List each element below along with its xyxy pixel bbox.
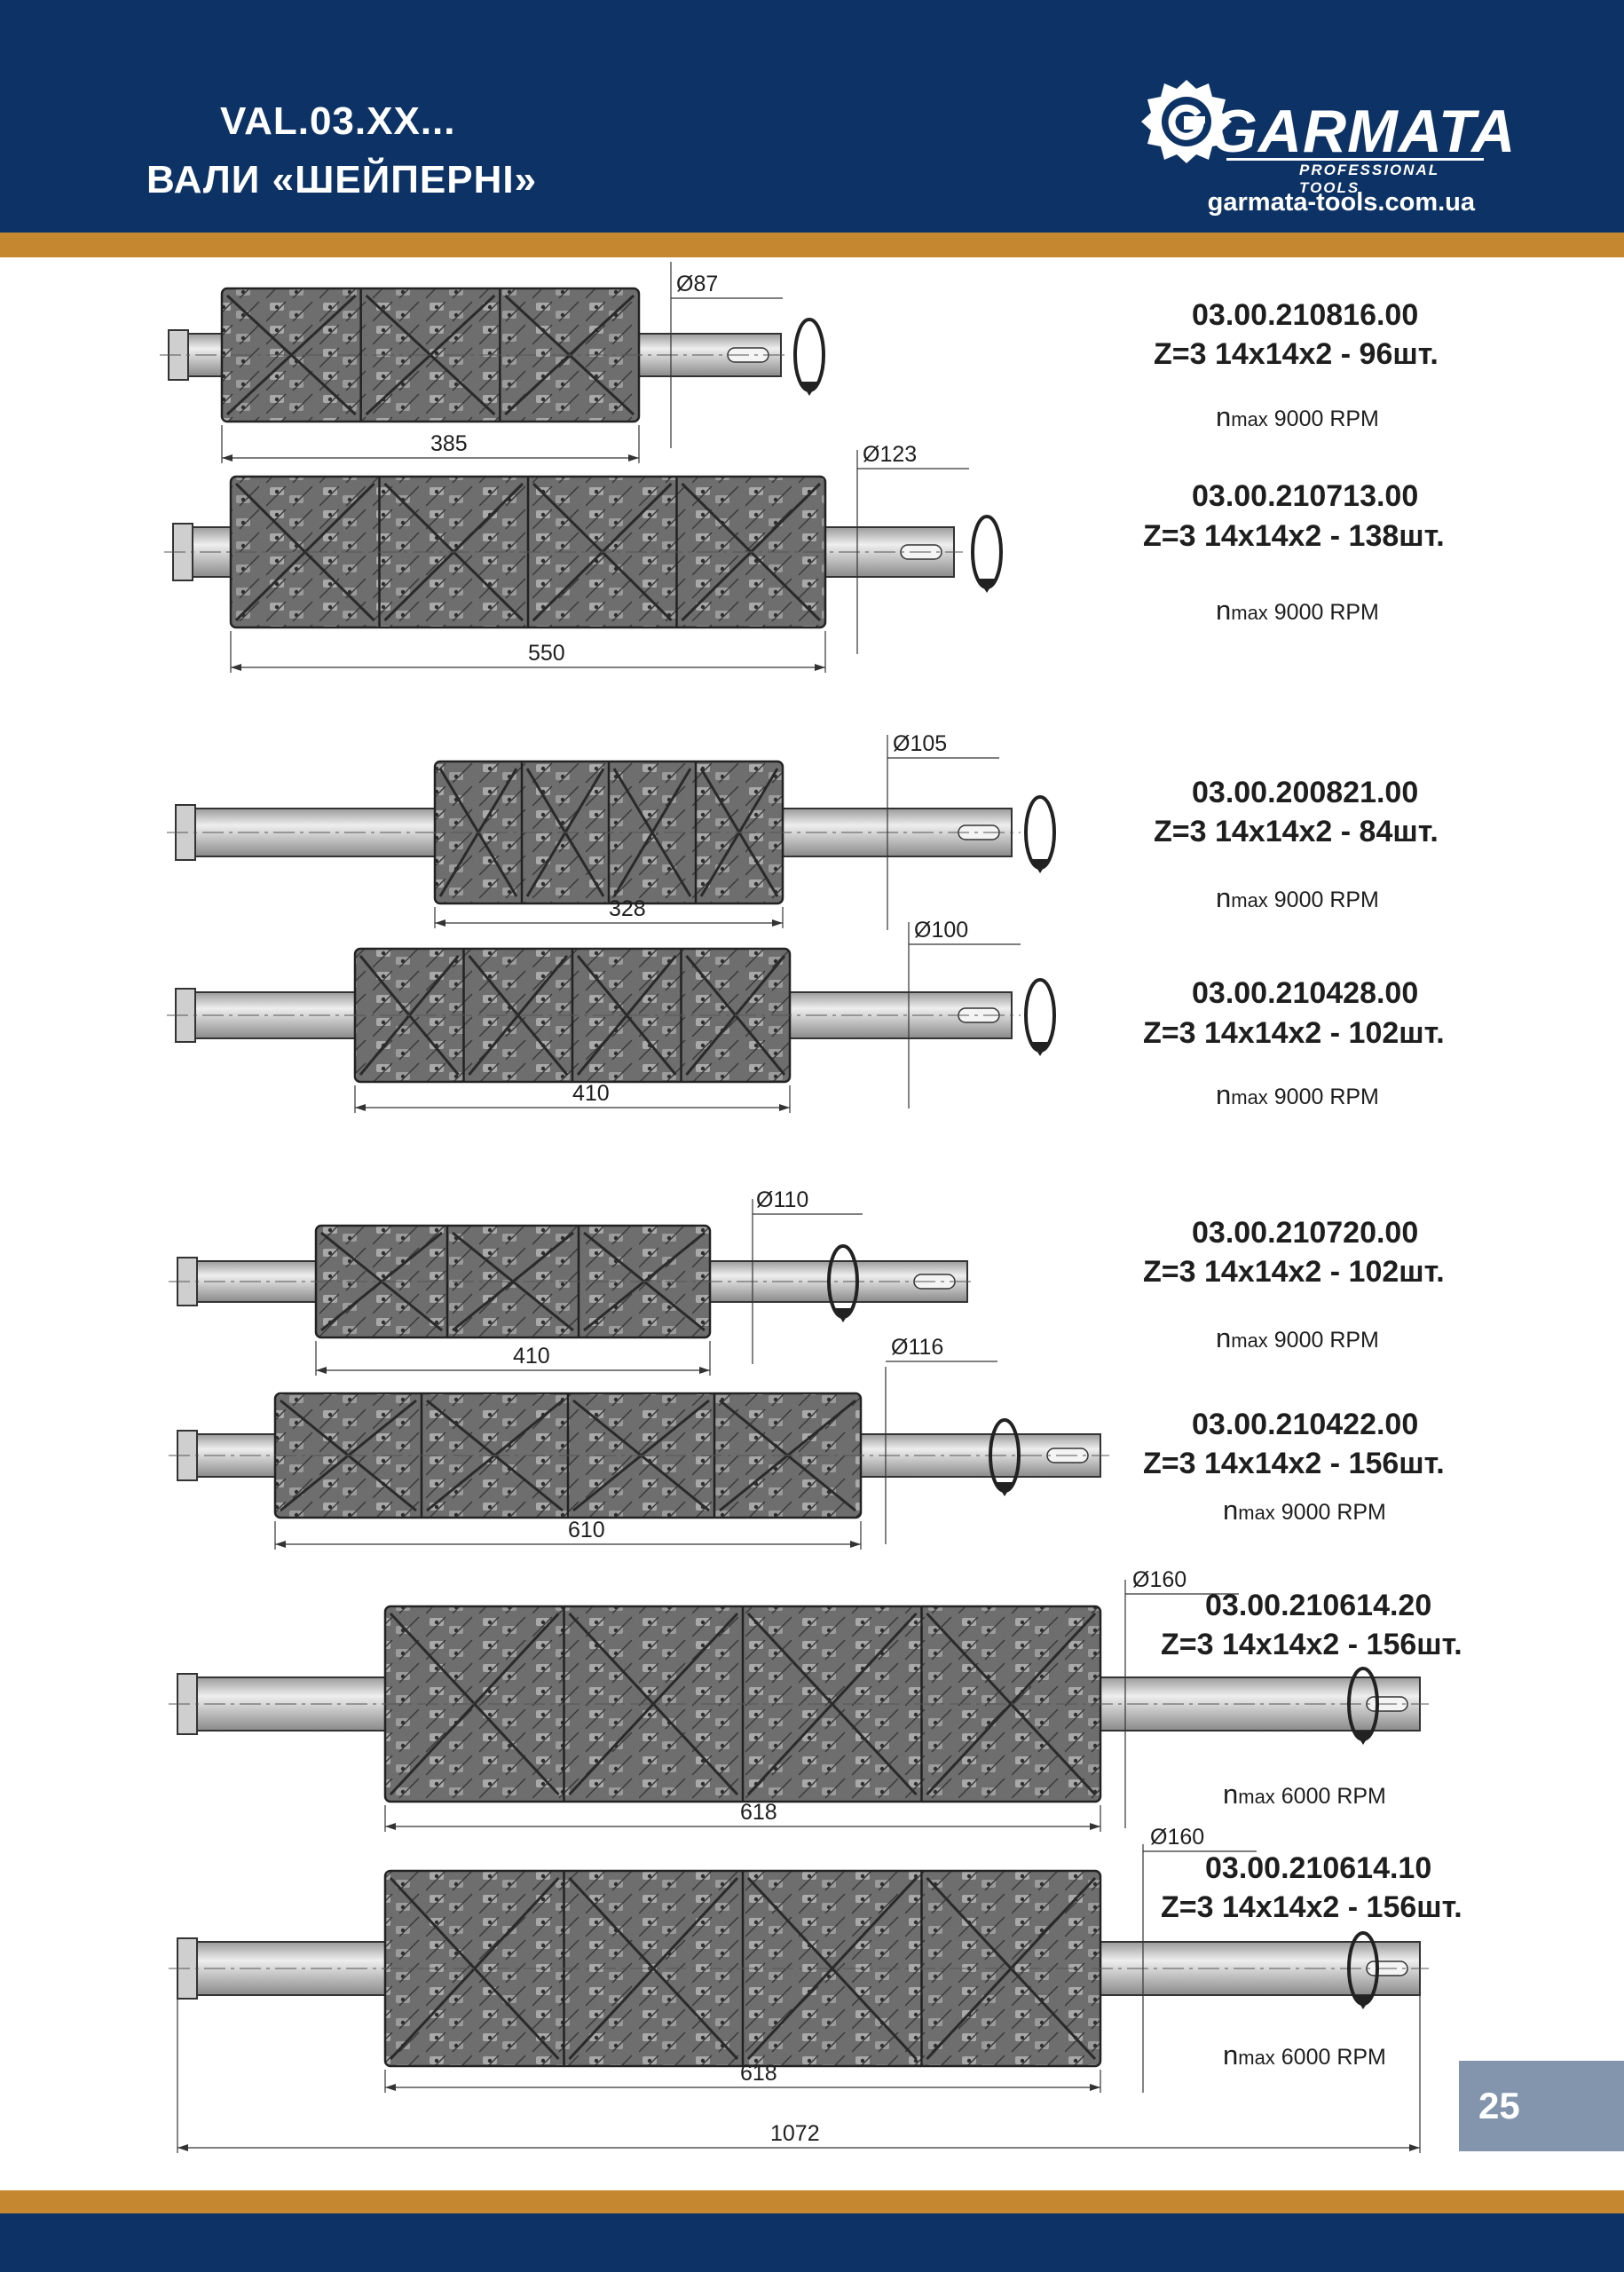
max-rpm: nmax 9000 RPM [1216,595,1379,626]
product-spec: Z=3 14x14x2 - 138шт. [1143,519,1445,553]
dimension-group: 410 Ø110 [315,1187,863,1376]
rotation-arrowhead [1031,859,1049,873]
page-header: VAL.03.XX... ВАЛИ «ШЕЙПЕРНІ» GARMATA PRO… [0,0,1624,233]
page-footer [0,2213,1624,2272]
footer-accent-stripe [0,2190,1624,2213]
product-spec: Z=3 14x14x2 - 102шт. [1143,1016,1445,1050]
length-dimension: 618 [740,1800,777,1825]
max-rpm: nmax 6000 RPM [1223,1779,1386,1810]
spiral-groove [365,294,496,416]
spiral-groove [225,294,357,416]
product-code: 03.00.210614.20 [1205,1589,1432,1622]
diameter-dimension: Ø87 [676,272,718,296]
garmata-logo: GARMATA PROFESSIONAL TOOLS [1138,73,1515,196]
roller-drawing [167,947,1056,1084]
roller-drawing [169,1605,1429,1803]
rotation-arrowhead [978,579,996,593]
product-code: 03.00.210713.00 [1192,479,1419,513]
spiral-groove [389,1876,560,2061]
rotation-arrowhead [1354,1731,1372,1745]
diameter-dimension: Ø105 [893,731,947,756]
product-spec: Z=3 14x14x2 - 156шт. [1161,1628,1462,1661]
diameter-dimension: Ø123 [863,442,917,467]
spiral-groove [576,955,677,1076]
logo-underline [1226,158,1484,161]
dimension-group: 610 Ø116 [274,1335,997,1550]
product-spec: Z=3 14x14x2 - 156шт. [1161,1890,1462,1924]
brand-tagline: PROFESSIONAL TOOLS [1299,162,1439,196]
diameter-dimension: Ø100 [914,918,968,943]
header-accent-stripe [0,233,1624,257]
spiral-groove [452,1231,574,1332]
max-rpm: nmax 6000 RPM [1223,2039,1386,2071]
length-dimension: 610 [568,1518,605,1542]
spiral-groove [746,1612,918,1796]
dimension-group: 410 Ø100 [354,918,1021,1113]
max-rpm: nmax 9000 RPM [1216,401,1379,432]
product-code: 03.00.200821.00 [1192,776,1419,809]
spiral-groove [234,482,375,622]
rotation-arrow-icon [971,515,1003,589]
max-rpm: nmax 9000 RPM [1216,882,1379,913]
spiral-groove [568,1612,739,1796]
spiral-groove [468,955,569,1076]
product-spec: Z=3 14x14x2 - 102шт. [1143,1255,1445,1289]
brand-name: GARMATA [1210,98,1517,165]
page-number: 25 [1459,2061,1624,2151]
product-code: 03.00.210720.00 [1192,1216,1419,1250]
length-dimension: 618 [740,2061,777,2086]
roller-drawing [167,760,1056,905]
rotation-arrowhead [834,1308,852,1322]
diameter-dimension: Ø160 [1132,1567,1186,1592]
product-spec: Z=3 14x14x2 - 156шт. [1143,1447,1445,1480]
rotation-arrow-icon [1024,795,1056,870]
spiral-groove [926,1876,1097,2061]
length-dimension: 410 [572,1081,610,1106]
max-rpm: nmax 9000 RPM [1216,1322,1379,1353]
series-title: ВАЛИ «ШЕЙПЕРНІ» [146,158,538,201]
product-code: 03.00.210428.00 [1192,976,1419,1010]
roller-drawing [169,1224,976,1339]
rotation-arrow-icon [793,318,825,392]
product-code: 03.00.210816.00 [1192,298,1419,332]
max-rpm: nmax 9000 RPM [1223,1495,1386,1526]
length-dimension: 328 [609,896,646,921]
dimension-group: 328 Ø105 [434,731,999,930]
diameter-dimension: Ø116 [891,1335,943,1360]
product-spec: Z=3 14x14x2 - 84шт. [1154,815,1439,848]
spiral-groove [389,1612,560,1796]
roller-drawing [169,1869,1429,2068]
length-dimension: 385 [430,431,468,456]
rotation-arrowhead [800,382,818,396]
roller-drawing [164,475,1003,629]
product-code: 03.00.210422.00 [1192,1408,1419,1441]
length-dimension: 410 [513,1344,550,1369]
series-code: VAL.03.XX... [220,99,456,143]
total-length-dimension: 1072 [770,2121,820,2146]
dimension-group: 550 Ø123 [230,442,969,673]
rotation-arrowhead [1354,1995,1372,2009]
rotation-arrowhead [996,1482,1013,1496]
roller-drawing [169,1392,1109,1519]
dimension-group: 385 Ø87 [221,262,783,463]
spiral-groove [568,1876,739,2061]
website-link[interactable]: garmata-tools.com.ua [1207,188,1475,217]
max-rpm: nmax 9000 RPM [1216,1079,1379,1110]
spiral-groove [612,768,692,897]
saw-blade-icon [1141,80,1232,163]
diameter-dimension: Ø160 [1150,1825,1204,1850]
rotation-arrow-icon [1024,978,1056,1053]
spiral-groove [926,1612,1097,1796]
product-code: 03.00.210614.10 [1205,1851,1432,1885]
dimension-group: 618 Ø160 1072 [177,1825,1421,2153]
dimension-group: 618 Ø160 [384,1567,1239,1832]
spiral-groove [746,1876,918,2061]
product-spec: Z=3 14x14x2 - 96шт. [1154,337,1439,371]
rotation-arrowhead [1031,1042,1049,1056]
length-dimension: 550 [528,641,565,666]
diameter-dimension: Ø110 [756,1187,808,1212]
roller-drawing [160,287,825,423]
